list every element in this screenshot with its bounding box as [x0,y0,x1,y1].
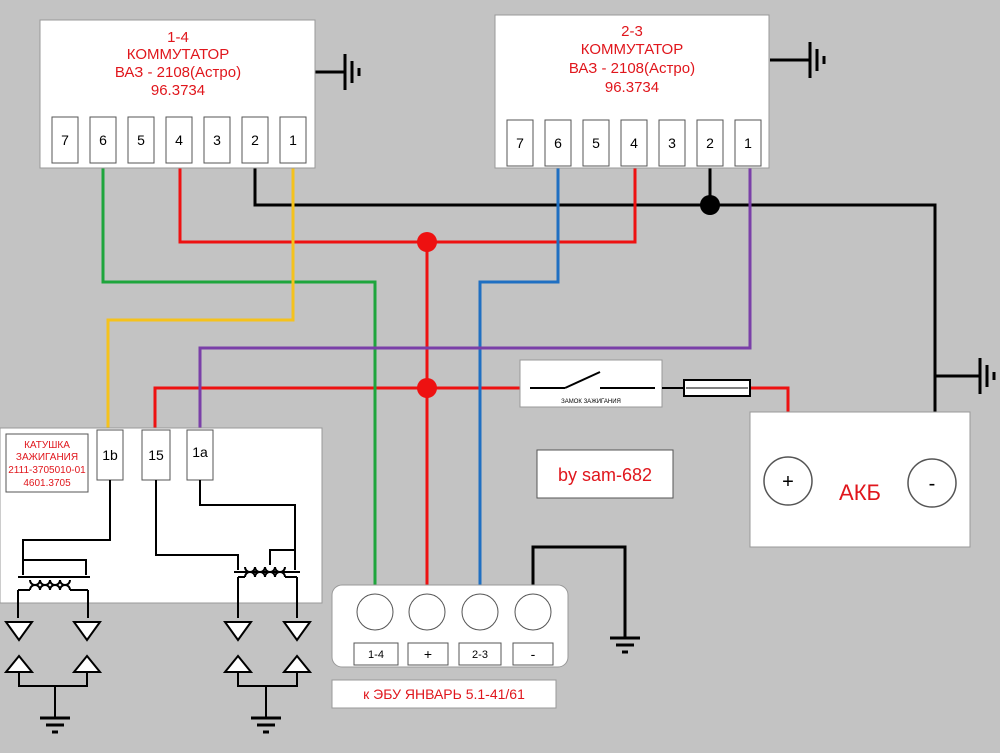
coil-part-1: 2111-3705010-01 [8,465,86,476]
commutator-left-line2: КОММУТАТОР [127,46,229,63]
pin-label: 7 [61,132,69,148]
pin-label: 4 [630,135,638,151]
wires [101,165,980,638]
pin-label: 4 [175,132,183,148]
pin-label: 5 [137,132,145,148]
commutator-right-pins: 7 6 5 4 3 2 1 [506,119,762,167]
ignition-switch-label: ЗАМОК ЗАЖИГАНИЯ [561,399,621,405]
commutator-left-line3: ВАЗ - 2108(Астро) [115,64,241,81]
coil-part-2: 4601.3705 [23,478,71,489]
commutator-right-line2: КОММУТАТОР [581,41,683,58]
ignition-switch: ЗАМОК ЗАЖИГАНИЯ [519,359,663,408]
ecu-pin-label: 2-3 [472,649,488,661]
pin-label: 3 [213,132,221,148]
coil-terminal-15: 15 [148,447,164,463]
coil-terminal-1b: 1b [102,447,118,463]
ground-symbol [608,636,642,654]
ground-symbol [770,40,826,80]
spark-plugs-left [3,621,103,718]
ecu-pin-label: + [424,646,432,662]
pin-label: 2 [251,132,259,148]
ecu-pin-label: - [531,646,536,662]
pin-label: 1 [289,132,297,148]
commutator-right: 2-3 КОММУТАТОР ВАЗ - 2108(Астро) 96.3734… [494,14,770,169]
pin-label: 6 [99,132,107,148]
ecu-caption: к ЭБУ ЯНВАРЬ 5.1-41/61 [363,686,525,702]
junction-red-top [417,232,437,252]
red-wire-coil15 [153,386,520,430]
violet-wire [198,165,752,430]
ground-symbol [978,356,996,396]
pin-label: 5 [592,135,600,151]
author-text: by sam-682 [558,465,652,485]
battery-minus: - [929,473,936,495]
coil-title-2: ЗАЖИГАНИЯ [16,452,78,463]
black-wire-pin2 [253,165,937,415]
commutator-left-pins: 7 6 5 4 3 2 1 [51,116,307,164]
pin-label: 7 [516,135,524,151]
red-wire-pin4-left [178,165,637,244]
green-wire [101,165,377,598]
ecu-ground-wire [531,545,627,638]
commutator-left-line1: 1-4 [167,29,189,46]
pin-label: 6 [554,135,562,151]
pin-label: 3 [668,135,676,151]
ecu-connector: 1-4 + 2-3 - [331,584,569,668]
author-box: by sam-682 [536,449,674,499]
coil-winding-right [234,566,300,618]
commutator-left: 1-4 КОММУТАТОР ВАЗ - 2108(Астро) 96.3734… [39,19,316,169]
battery-label: АКБ [839,480,881,505]
pin-label: 1 [744,135,752,151]
commutator-left-line4: 96.3734 [151,82,205,99]
ground-symbol [315,52,361,92]
coil-winding-left [17,576,90,618]
coil-title-1: КАТУШКА [24,440,70,451]
commutator-right-line3: ВАЗ - 2108(Астро) [569,60,695,77]
spark-plugs-right [222,621,313,718]
ignition-coil: КАТУШКА ЗАЖИГАНИЯ 2111-3705010-01 4601.3… [0,427,323,618]
junction-black [700,195,720,215]
ground-symbol [249,716,283,734]
fuse [662,379,751,397]
blue-wire [478,165,560,598]
ground-symbol [38,716,72,734]
battery-plus: + [782,471,794,493]
commutator-right-line4: 96.3734 [605,79,659,96]
pin-label: 2 [706,135,714,151]
junction-red-bottom [417,378,437,398]
ecu-caption-box: к ЭБУ ЯНВАРЬ 5.1-41/61 [331,679,557,709]
coil-terminal-1a: 1a [192,444,208,460]
yellow-wire [106,165,295,430]
commutator-right-line1: 2-3 [621,23,643,40]
ecu-pin-label: 1-4 [368,649,384,661]
battery: + - АКБ [749,411,971,548]
